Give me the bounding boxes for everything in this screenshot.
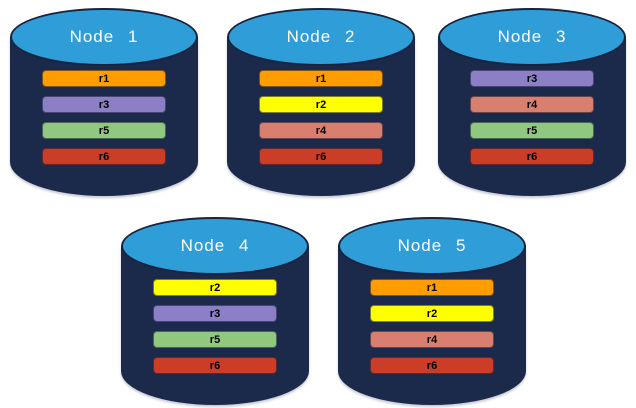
replica-list: r1 r2 r4 r6 xyxy=(259,70,383,165)
cylinder-top: Node 1 xyxy=(10,8,198,66)
node-title: Node 4 xyxy=(180,236,250,255)
replica-list: r1 r3 r5 r6 xyxy=(42,70,166,165)
replica-bar: r6 xyxy=(153,357,277,374)
replica-bar: r3 xyxy=(42,96,166,113)
replica-list: r1 r2 r4 r6 xyxy=(370,279,494,374)
cylinder-top: Node 3 xyxy=(438,8,626,66)
node-2: Node 2 r1 r2 r4 r6 xyxy=(227,8,415,198)
replica-bar: r1 xyxy=(370,279,494,296)
node-4: Node 4 r2 r3 r5 r6 xyxy=(121,217,309,407)
replica-bar: r2 xyxy=(153,279,277,296)
replica-bar: r5 xyxy=(42,122,166,139)
replica-bar: r6 xyxy=(42,148,166,165)
replica-bar: r4 xyxy=(259,122,383,139)
replica-list: r2 r3 r5 r6 xyxy=(153,279,277,374)
node-title: Node 2 xyxy=(286,27,356,46)
replica-bar: r1 xyxy=(259,70,383,87)
replica-bar: r1 xyxy=(42,70,166,87)
replica-bar: r3 xyxy=(153,305,277,322)
replica-bar: r4 xyxy=(370,331,494,348)
replica-bar: r5 xyxy=(470,122,594,139)
node-title: Node 1 xyxy=(69,27,139,46)
replica-bar: r4 xyxy=(470,96,594,113)
node-5: Node 5 r1 r2 r4 r6 xyxy=(338,217,526,407)
replica-bar: r6 xyxy=(370,357,494,374)
node-3: Node 3 r3 r4 r5 r6 xyxy=(438,8,626,198)
replica-bar: r6 xyxy=(470,148,594,165)
cylinder-top: Node 5 xyxy=(338,217,526,275)
replica-bar: r6 xyxy=(259,148,383,165)
cylinder-top: Node 4 xyxy=(121,217,309,275)
replica-bar: r2 xyxy=(370,305,494,322)
replica-list: r3 r4 r5 r6 xyxy=(470,70,594,165)
node-1: Node 1 r1 r3 r5 r6 xyxy=(10,8,198,198)
replica-bar: r3 xyxy=(470,70,594,87)
replica-bar: r5 xyxy=(153,331,277,348)
cylinder-top: Node 2 xyxy=(227,8,415,66)
node-title: Node 3 xyxy=(497,27,567,46)
node-title: Node 5 xyxy=(397,236,467,255)
replica-bar: r2 xyxy=(259,96,383,113)
